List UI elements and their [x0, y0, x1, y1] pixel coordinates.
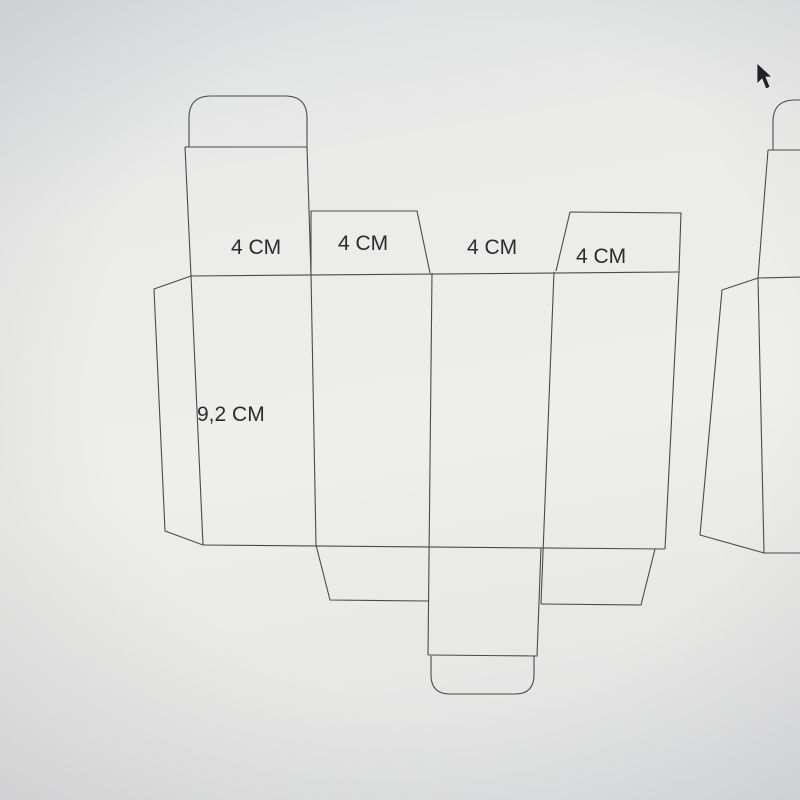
- top-panel-1: [185, 146, 312, 275]
- panel-divider-2: [427, 272, 433, 656]
- top-flap-4-label: 4 CM: [576, 245, 626, 268]
- bottom-flap-4: [540, 548, 656, 606]
- top-flap-3-label: 4 CM: [467, 236, 517, 259]
- top-flap-4: [555, 211, 682, 273]
- mouse-pointer-icon: [756, 62, 774, 90]
- bottom-fold-line: [202, 544, 666, 550]
- bottom-flap-2: [315, 544, 429, 602]
- left-edge-upper: [184, 146, 192, 277]
- top-flap-2: [310, 210, 431, 274]
- panel-divider-1: [310, 273, 317, 546]
- top-tuck-flap: [188, 95, 308, 147]
- glue-flap: [153, 275, 204, 546]
- box-net: [153, 95, 682, 695]
- second-main-fold: [757, 276, 800, 279]
- second-box-net: [699, 99, 800, 554]
- second-glue-flap: [699, 277, 765, 554]
- top-flap-2-label: 4 CM: [338, 232, 388, 255]
- bottom-flap-3: [427, 547, 542, 657]
- panel-divider-3: [540, 271, 555, 605]
- panel-1-left: [190, 275, 204, 546]
- top-flap-1-label: 4 CM: [231, 236, 281, 259]
- second-left-edge: [757, 149, 769, 554]
- bottom-tuck-flap: [430, 656, 535, 695]
- second-top-tuck-flap: [772, 99, 800, 150]
- main-fold-line: [190, 271, 680, 277]
- panel-height-label: 9,2 CM: [197, 403, 265, 426]
- panel-4-right: [664, 271, 680, 550]
